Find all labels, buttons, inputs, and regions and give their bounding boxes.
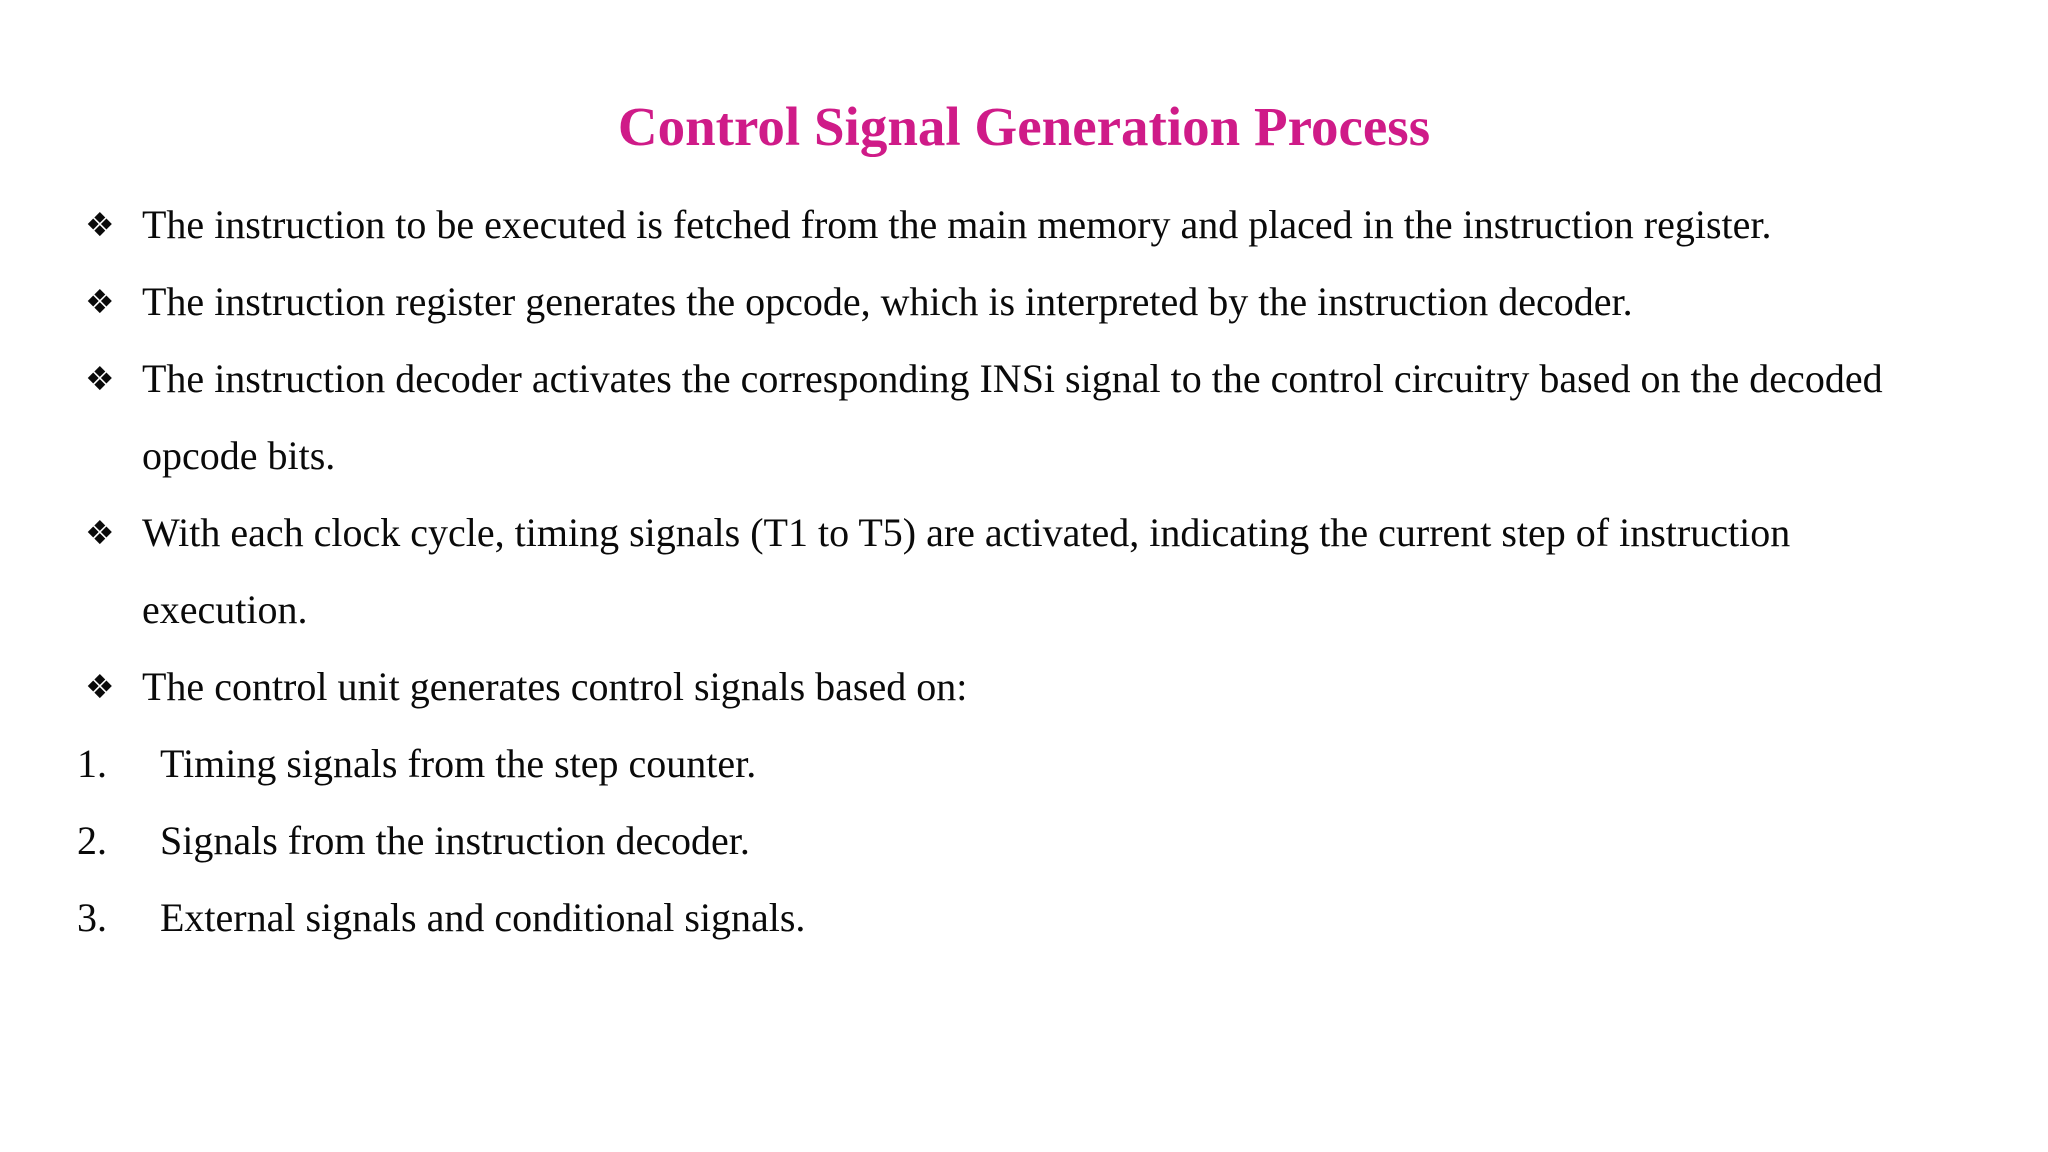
bullet-text: The control unit generates control signa… [142, 664, 968, 709]
diamond-bullet-icon: ❖ [85, 359, 115, 398]
numbered-item: 2. Signals from the instruction decoder. [77, 802, 1940, 879]
bullet-item: ❖ The instruction decoder activates the … [85, 340, 1940, 494]
numbered-item: 1. Timing signals from the step counter. [77, 725, 1940, 802]
bullet-item: ❖ The instruction to be executed is fetc… [85, 186, 1940, 263]
diamond-bullet-icon: ❖ [85, 667, 115, 706]
bullet-item: ❖ The control unit generates control sig… [85, 648, 1940, 725]
numbered-text: External signals and conditional signals… [160, 895, 806, 940]
numbered-marker: 1. [77, 741, 107, 786]
bullet-item: ❖ The instruction register generates the… [85, 263, 1940, 340]
numbered-marker: 2. [77, 818, 107, 863]
bullet-text: The instruction decoder activates the co… [142, 356, 1883, 478]
numbered-text: Timing signals from the step counter. [160, 741, 757, 786]
slide-title: Control Signal Generation Process [617, 96, 1431, 157]
bullet-item: ❖ With each clock cycle, timing signals … [85, 494, 1940, 648]
numbered-text: Signals from the instruction decoder. [160, 818, 750, 863]
diamond-bullet-icon: ❖ [85, 205, 115, 244]
bullet-text: With each clock cycle, timing signals (T… [142, 510, 1791, 632]
numbered-marker: 3. [77, 895, 107, 940]
numbered-item: 3. External signals and conditional sign… [77, 879, 1940, 956]
diamond-bullet-icon: ❖ [85, 282, 115, 321]
bullet-text: The instruction register generates the o… [142, 279, 1633, 324]
diamond-bullet-icon: ❖ [85, 513, 115, 552]
bullet-text: The instruction to be executed is fetche… [142, 202, 1772, 247]
slide-body: ❖ The instruction to be executed is fetc… [0, 186, 2048, 956]
